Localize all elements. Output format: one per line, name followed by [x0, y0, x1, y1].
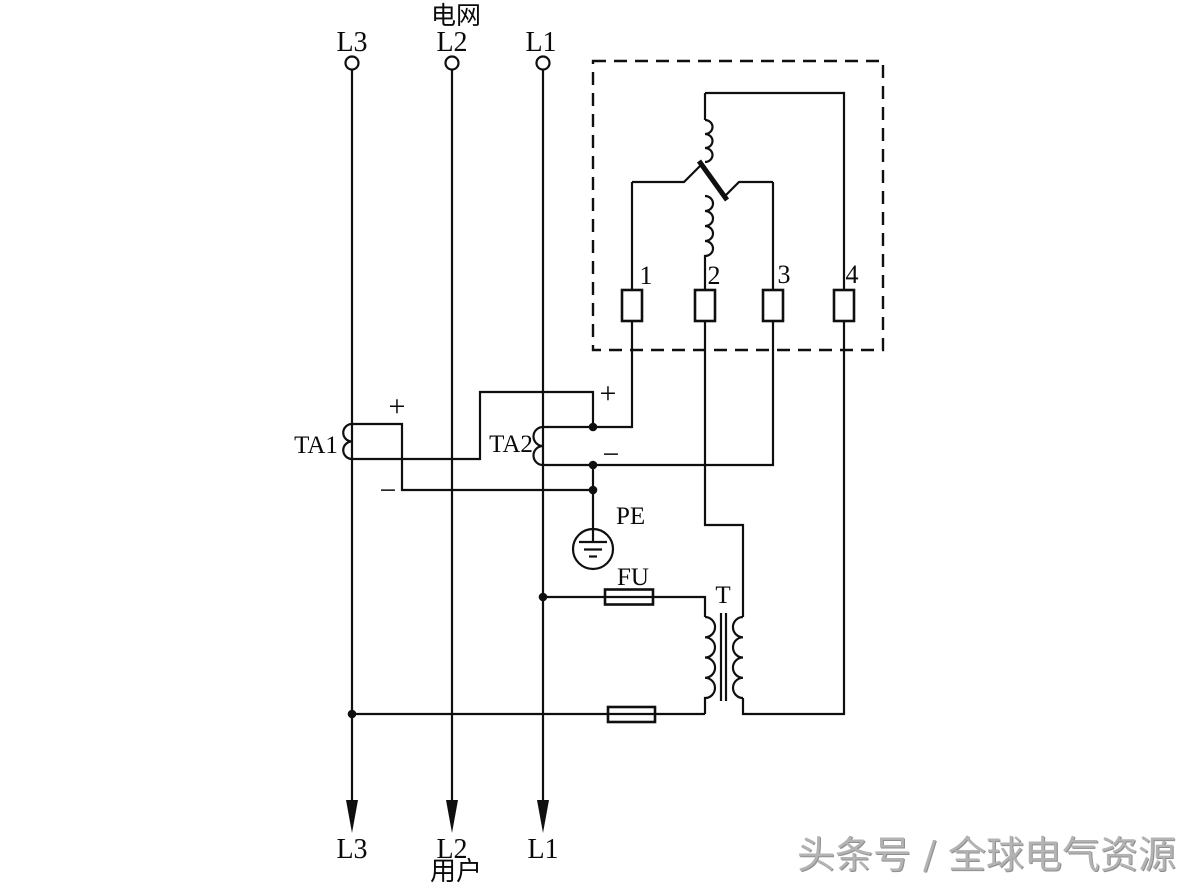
arrowhead-l3: [346, 800, 358, 833]
ta2-plus-lead-to-terminal1: [543, 321, 634, 429]
secondary-bottom-to-terminal4: [741, 321, 846, 716]
ct2-plus: +: [600, 377, 617, 410]
source-terminal-l3: [344, 55, 360, 71]
phase-top-label-l3: L3: [336, 27, 367, 58]
phase-bottom-label-l2: L2: [436, 834, 467, 865]
primary-winding: [703, 615, 717, 714]
ct1-label: TA1: [294, 432, 338, 459]
voltage-coil-lower: [703, 194, 715, 290]
phase-top-label-l2: L2: [436, 27, 467, 58]
terminal-label-3: 3: [778, 260, 791, 289]
earth-circle: [571, 527, 615, 571]
voltage-coil-upper: [704, 118, 714, 164]
phase-bottom-label-l3: L3: [336, 834, 367, 865]
terminal-label-1: 1: [640, 261, 653, 290]
junction-dot: [588, 422, 598, 432]
meter: [591, 59, 885, 352]
secondary-top-to-terminal2: [703, 321, 745, 617]
diagram-labels: 电网 L3 L2 L1 TA1 + − TA2 + − PE FU T 1 2 …: [294, 1, 1176, 884]
ta1-minus-lead: [352, 390, 595, 461]
current-coil-right: [723, 180, 773, 198]
current-coil-left: [632, 163, 703, 184]
meter-top-wire: [705, 91, 846, 290]
fuse-fu: [603, 588, 655, 606]
phase-bottom-label-l1: L1: [527, 834, 558, 865]
phase-lines: [344, 55, 551, 833]
ta2-winding: [532, 425, 544, 467]
junction-dot: [347, 709, 357, 719]
source-terminal-l2: [444, 55, 460, 71]
terminal-label-4: 4: [846, 260, 859, 289]
fuse-lower: [606, 705, 657, 724]
current-coil-element: [696, 159, 730, 202]
pe-earth: [571, 465, 615, 571]
ct1-plus: +: [389, 390, 406, 423]
meter-dashed-enclosure: [591, 59, 885, 352]
meter-terminal-4: [832, 288, 856, 323]
source-terminal-l1: [535, 55, 551, 71]
watermark: 头条号 / 全球电气资源: [797, 833, 1176, 877]
arrowhead-l2: [446, 800, 458, 833]
user-label: 用户: [430, 857, 482, 884]
terminal-label-2: 2: [708, 261, 721, 290]
meter-terminal-3: [761, 288, 785, 323]
meter-terminal-2: [693, 288, 717, 323]
junction-dot: [538, 592, 548, 602]
fuse-transformer-circuit: [347, 321, 846, 724]
ta2-minus-lead-to-terminal3: [543, 321, 775, 467]
ta1-winding: [342, 422, 353, 461]
transformer-label: T: [715, 582, 730, 609]
arrowhead-l1: [537, 800, 549, 833]
secondary-winding: [731, 615, 744, 700]
phase-top-label-l1: L1: [525, 27, 556, 58]
current-transformers: [342, 321, 775, 495]
ct1-minus: −: [380, 474, 397, 507]
ct2-minus: −: [603, 438, 620, 471]
grid-label: 电网: [431, 1, 481, 30]
ct2-label: TA2: [489, 431, 533, 458]
fuse-label: FU: [617, 564, 649, 591]
pe-label: PE: [616, 503, 645, 530]
meter-terminal-1: [620, 288, 644, 323]
fused-wire-l1-to-primary: [543, 595, 707, 617]
ta1-plus-lead: [352, 422, 593, 492]
